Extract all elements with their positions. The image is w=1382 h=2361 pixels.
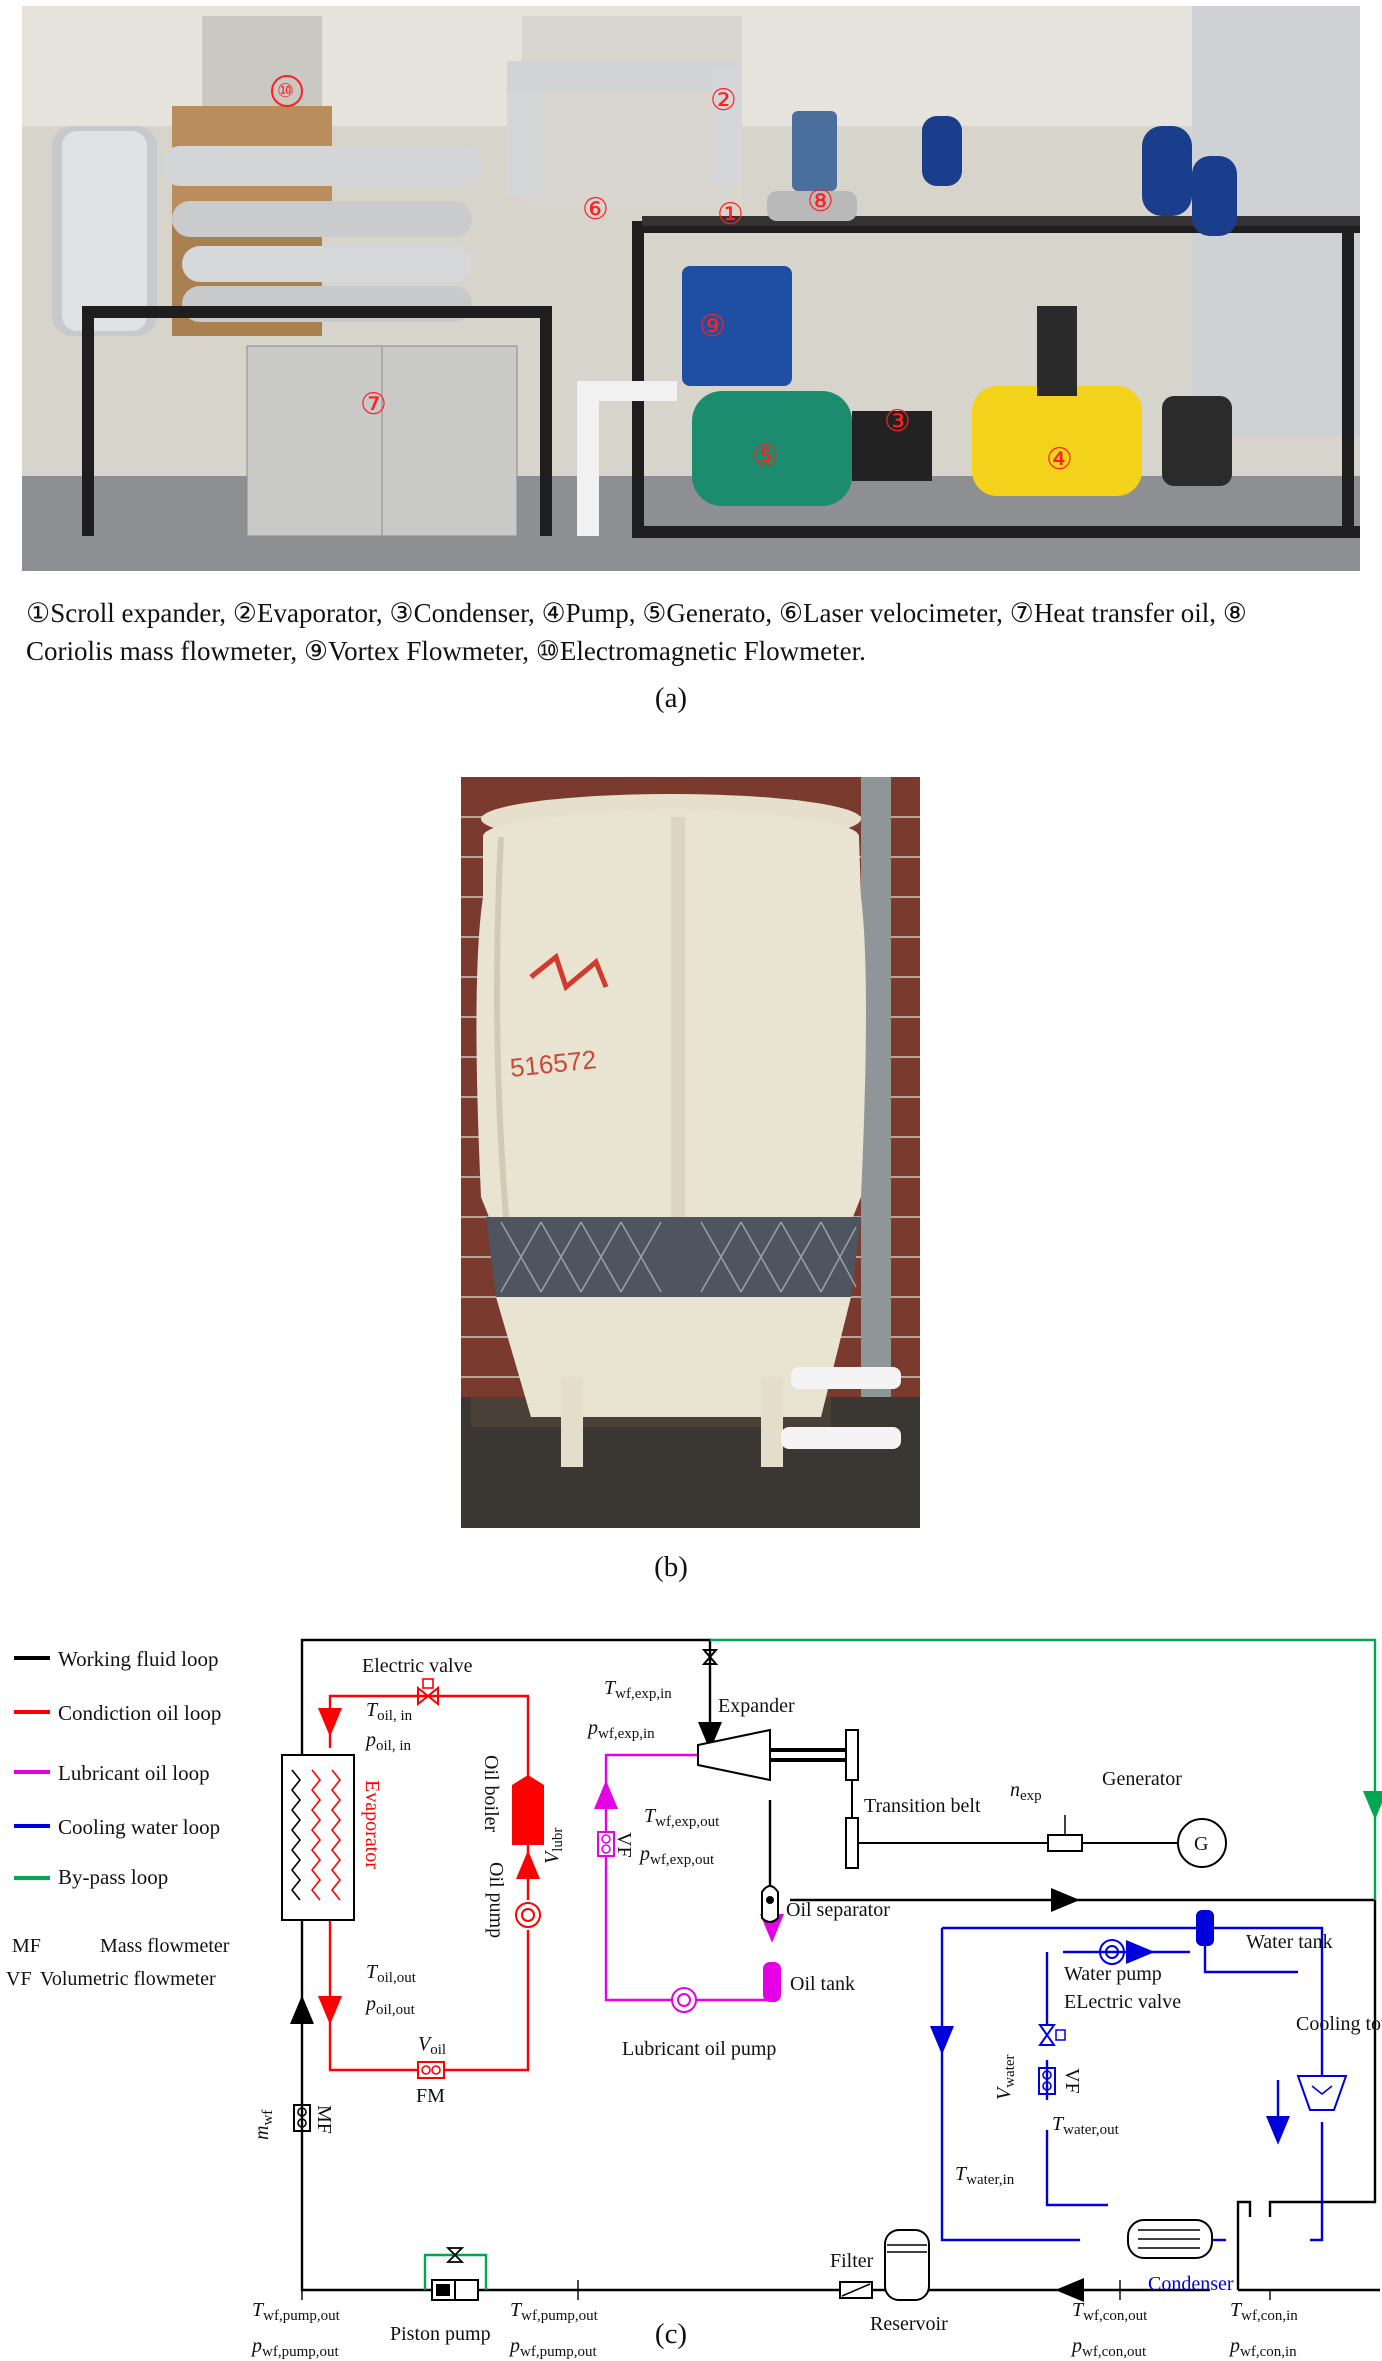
condenser xyxy=(1127,2219,1213,2259)
vf-lubricant xyxy=(597,1831,615,1857)
var-v-lubr: Vlubr xyxy=(541,1828,566,1864)
legend-condiction-oil: Condiction oil loop xyxy=(58,1701,221,1725)
var-t-water-in: Twater,in xyxy=(955,2163,1015,2188)
label-water-pump: Water pump xyxy=(1064,1963,1162,1985)
legend-cooling-water: Cooling water loop xyxy=(58,1815,220,1839)
var-t-con-in: Twf,con,in xyxy=(1230,2299,1298,2324)
var-p-pump-out-1: pwf,pump,out xyxy=(250,2335,339,2360)
label-vf-water: VF xyxy=(1061,2068,1083,2094)
fm-flowmeter xyxy=(417,2061,445,2079)
test-rig-illustration: ⑩ ② ⑥ ① ⑧ ⑨ ⑦ ③ ⑤ ④ xyxy=(22,6,1360,571)
photo-marker: ⑥ xyxy=(582,193,609,226)
legend-bypass: By-pass loop xyxy=(58,1865,168,1889)
lubricant-oil-pump xyxy=(671,1987,697,2013)
label-water-tank: Water tank xyxy=(1246,1931,1333,1953)
var-t-exp-out: Twf,exp,out xyxy=(644,1805,720,1830)
photo-marker: ⑨ xyxy=(699,310,726,343)
caption-line-1: ①Scroll expander, ②Evaporator, ③Condense… xyxy=(26,598,1247,628)
label-reservoir: Reservoir xyxy=(870,2313,948,2335)
var-p-con-in: pwf,con,in xyxy=(1228,2335,1297,2360)
var-p-oil-in: poil, in xyxy=(364,1729,412,1754)
var-t-pump-out-1: Twf,pump,out xyxy=(252,2299,341,2324)
photo-marker: ⑩ xyxy=(277,81,294,102)
var-t-exp-in: Twf,exp,in xyxy=(604,1677,672,1702)
label-fm: FM xyxy=(416,2085,445,2107)
legend-working-fluid: Working fluid loop xyxy=(58,1647,218,1671)
label-generator: Generator xyxy=(1102,1768,1182,1790)
legend-lubricant-oil: Lubricant oil loop xyxy=(58,1761,210,1785)
label-electric-valve: Electric valve xyxy=(362,1655,473,1677)
var-t-water-out: Twater,out xyxy=(1052,2113,1120,2138)
label-oil-boiler: Oil boiler xyxy=(480,1755,502,1833)
label-oil-separator: Oil separator xyxy=(786,1899,890,1921)
var-v-water: Vwater xyxy=(993,2054,1018,2100)
var-t-pump-out-2: Twf,pump,out xyxy=(510,2299,599,2324)
panel-label-c: (c) xyxy=(654,2318,688,2350)
transition-belt xyxy=(845,1780,1178,1869)
water-pump xyxy=(1099,1939,1125,1965)
var-t-oil-in: Toil, in xyxy=(366,1699,413,1724)
photo-cooling-tower: 516572 xyxy=(461,777,920,1528)
abbr-vf-desc: Volumetric flowmeter xyxy=(40,1968,216,1990)
label-expander: Expander xyxy=(718,1695,795,1717)
var-p-exp-in: pwf,exp,in xyxy=(586,1717,655,1742)
abbr-vf-key: VF xyxy=(6,1968,32,1990)
cooling-tower-illustration: 516572 xyxy=(461,777,920,1528)
label-piston-pump: Piston pump xyxy=(390,2323,491,2345)
photo-marker: ② xyxy=(710,84,737,117)
mf-flowmeter xyxy=(293,2104,311,2132)
var-v-oil: Voil xyxy=(418,2033,446,2058)
photo-marker: ⑧ xyxy=(807,185,834,218)
var-n-exp: nexp xyxy=(1010,1779,1042,1804)
label-cooling-tower-1: Cooling tower xyxy=(1296,2013,1382,2035)
panel-label-a: (a) xyxy=(654,682,688,714)
photo-test-rig: ⑩ ② ⑥ ① ⑧ ⑨ ⑦ ③ ⑤ ④ xyxy=(22,6,1360,571)
caption-line-2: Coriolis mass flowmeter, ⑨Vortex Flowmet… xyxy=(26,636,866,666)
label-electric-valve-2: ELectric valve xyxy=(1064,1991,1181,2013)
electric-valve-blue xyxy=(1038,2024,1066,2046)
oil-pump xyxy=(515,1902,541,1928)
label-lubricant-oil-pump: Lubricant oil pump xyxy=(622,2038,776,2060)
var-p-con-out: pwf,con,out xyxy=(1070,2335,1147,2360)
var-t-oil-out: Toil,out xyxy=(366,1961,417,1986)
var-m-wf: mwf xyxy=(251,2110,276,2140)
photo-marker: ④ xyxy=(1046,443,1073,476)
label-transition-belt: Transition belt xyxy=(864,1795,981,1817)
legend: Working fluid loop Condiction oil loop L… xyxy=(6,1647,230,1990)
photo-marker: ⑦ xyxy=(360,388,387,421)
label-oil-tank: Oil tank xyxy=(790,1973,855,1995)
photo-marker: ③ xyxy=(884,405,911,438)
photo-marker: ⑤ xyxy=(752,440,779,473)
var-t-con-out: Twf,con,out xyxy=(1072,2299,1148,2324)
water-tank xyxy=(1196,1910,1214,1946)
electric-valve-red xyxy=(417,1678,439,1707)
label-mf: MF xyxy=(313,2105,335,2134)
vf-water xyxy=(1038,2067,1056,2095)
photo-marker: ① xyxy=(717,198,744,231)
label-oil-pump: Oil pump xyxy=(485,1862,507,1938)
generator-symbol: G xyxy=(1194,1833,1208,1855)
piston-pump xyxy=(431,2247,479,2301)
system-schematic: Working fluid loop Condiction oil loop L… xyxy=(6,1638,1382,2360)
generator xyxy=(1177,1818,1227,1868)
label-filter: Filter xyxy=(830,2250,874,2272)
var-p-oil-out: poil,out xyxy=(364,1993,416,2018)
reservoir xyxy=(884,2229,930,2301)
oil-separator xyxy=(761,1885,779,1923)
abbr-mf-desc: Mass flowmeter xyxy=(100,1935,230,1957)
label-evaporator: Evaporator xyxy=(361,1780,383,1869)
oil-tank xyxy=(763,1962,781,2002)
label-vf-lubr: VF xyxy=(613,1832,635,1858)
var-p-exp-out: pwf,exp,out xyxy=(638,1843,715,1868)
panel-label-b: (b) xyxy=(654,1551,688,1583)
label-condenser: Condenser xyxy=(1148,2273,1234,2295)
abbr-mf-key: MF xyxy=(12,1935,41,1957)
expander xyxy=(697,1649,859,1782)
evaporator xyxy=(281,1754,355,1921)
oil-boiler xyxy=(512,1775,544,1845)
var-p-pump-out-2: pwf,pump,out xyxy=(508,2335,597,2360)
filter xyxy=(839,2281,873,2299)
cooling-tower xyxy=(1296,2075,1348,2111)
